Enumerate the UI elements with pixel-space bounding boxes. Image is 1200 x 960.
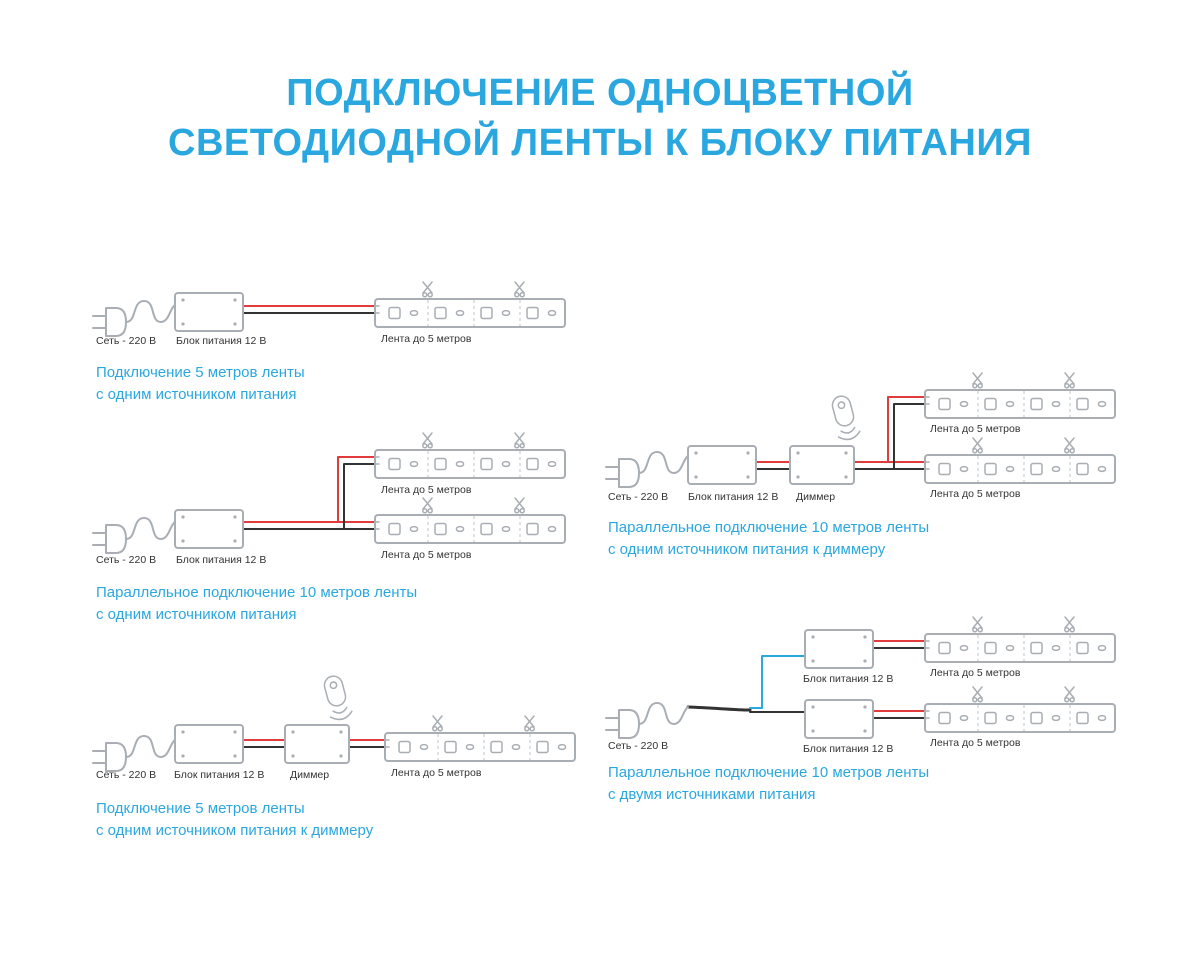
strip-label: Лента до 5 метров bbox=[381, 333, 472, 345]
plug-icon bbox=[92, 735, 176, 772]
diagram-parallel-10m-dimmer bbox=[605, 373, 1115, 488]
psu-label: Блок питания 12 В bbox=[688, 491, 779, 503]
led-strip-top bbox=[375, 433, 565, 478]
page-title-line2: СВЕТОДИОДНОЙ ЛЕНТЫ К БЛОКУ ПИТАНИЯ bbox=[168, 122, 1032, 164]
caption-line: с одним источником питания bbox=[96, 386, 297, 403]
caption-line: с одним источником питания к диммеру bbox=[608, 541, 886, 558]
wire-black-branch bbox=[893, 403, 926, 470]
strip-label: Лента до 5 метров bbox=[930, 423, 1021, 435]
remote-icon bbox=[319, 672, 354, 723]
wire-red-branch bbox=[887, 396, 926, 463]
led-strip-top bbox=[925, 617, 1115, 662]
dimmer-label: Диммер bbox=[796, 491, 836, 503]
led-strip-bottom bbox=[925, 438, 1115, 483]
caption-diagram-5: Параллельное подключение 10 метров ленты… bbox=[608, 762, 929, 806]
mains-label: Сеть - 220 В bbox=[96, 554, 157, 566]
caption-line: Параллельное подключение 10 метров ленты bbox=[608, 519, 930, 536]
mains-cord bbox=[686, 705, 752, 712]
power-supply-box-top bbox=[804, 629, 874, 669]
caption-diagram-3: Подключение 5 метров ленты с одним источ… bbox=[96, 798, 373, 842]
diagram-single-5m bbox=[92, 282, 565, 337]
mains-label: Сеть - 220 В bbox=[608, 740, 669, 752]
power-supply-box bbox=[174, 724, 244, 764]
psu-label: Блок питания 12 В bbox=[803, 673, 894, 685]
plug-icon bbox=[605, 451, 689, 488]
plug-icon bbox=[605, 702, 689, 739]
psu-label: Блок питания 12 В bbox=[176, 335, 267, 347]
plug-icon bbox=[92, 300, 176, 337]
led-strip bbox=[375, 282, 565, 327]
caption-line: Параллельное подключение 10 метров ленты bbox=[608, 764, 930, 781]
caption-line: с одним источником питания bbox=[96, 606, 297, 623]
caption-line: с одним источником питания к диммеру bbox=[96, 822, 374, 839]
caption-diagram-4: Параллельное подключение 10 метров ленты… bbox=[608, 517, 929, 561]
mains-label: Сеть - 220 В bbox=[96, 335, 157, 347]
strip-label: Лента до 5 метров bbox=[381, 549, 472, 561]
caption-line: Подключение 5 метров ленты bbox=[96, 800, 305, 817]
plug-icon bbox=[92, 517, 176, 554]
page-title: ПОДКЛЮЧЕНИЕ ОДНОЦВЕТНОЙ СВЕТОДИОДНОЙ ЛЕН… bbox=[0, 68, 1200, 168]
led-strip bbox=[385, 716, 575, 761]
page-title-line1: ПОДКЛЮЧЕНИЕ ОДНОЦВЕТНОЙ bbox=[286, 72, 914, 114]
power-supply-box-bottom bbox=[804, 699, 874, 739]
dimmer-box bbox=[789, 445, 855, 485]
strip-label: Лента до 5 метров bbox=[391, 767, 482, 779]
diagram-parallel-10m-two-psu bbox=[605, 617, 1115, 739]
caption-line: Параллельное подключение 10 метров ленты bbox=[96, 584, 418, 601]
caption-diagram-1: Подключение 5 метров ленты с одним источ… bbox=[96, 362, 305, 406]
strip-label: Лента до 5 метров bbox=[381, 484, 472, 496]
power-supply-box bbox=[174, 509, 244, 549]
psu-label: Блок питания 12 В bbox=[176, 554, 267, 566]
mains-label: Сеть - 220 В bbox=[608, 491, 669, 503]
wire-blue bbox=[749, 655, 806, 709]
caption-diagram-2: Параллельное подключение 10 метров ленты… bbox=[96, 582, 417, 626]
strip-label: Лента до 5 метров bbox=[930, 488, 1021, 500]
caption-line: Подключение 5 метров ленты bbox=[96, 364, 305, 381]
wire-red-branch bbox=[337, 456, 376, 523]
strip-label: Лента до 5 метров bbox=[930, 737, 1021, 749]
led-strip-bottom bbox=[375, 498, 565, 543]
strip-label: Лента до 5 метров bbox=[930, 667, 1021, 679]
dimmer-label: Диммер bbox=[290, 769, 330, 781]
power-supply-box bbox=[687, 445, 757, 485]
led-strip-bottom bbox=[925, 687, 1115, 732]
mains-label: Сеть - 220 В bbox=[96, 769, 157, 781]
dimmer-box bbox=[284, 724, 350, 764]
psu-label: Блок питания 12 В bbox=[803, 743, 894, 755]
remote-icon bbox=[827, 392, 862, 443]
wire-black-branch bbox=[343, 463, 376, 530]
power-supply-box bbox=[174, 292, 244, 332]
caption-line: с двумя источниками питания bbox=[608, 786, 816, 803]
diagram-single-5m-dimmer bbox=[92, 672, 575, 772]
led-strip-top bbox=[925, 373, 1115, 418]
psu-label: Блок питания 12 В bbox=[174, 769, 265, 781]
diagram-parallel-10m-one-psu bbox=[92, 433, 565, 554]
